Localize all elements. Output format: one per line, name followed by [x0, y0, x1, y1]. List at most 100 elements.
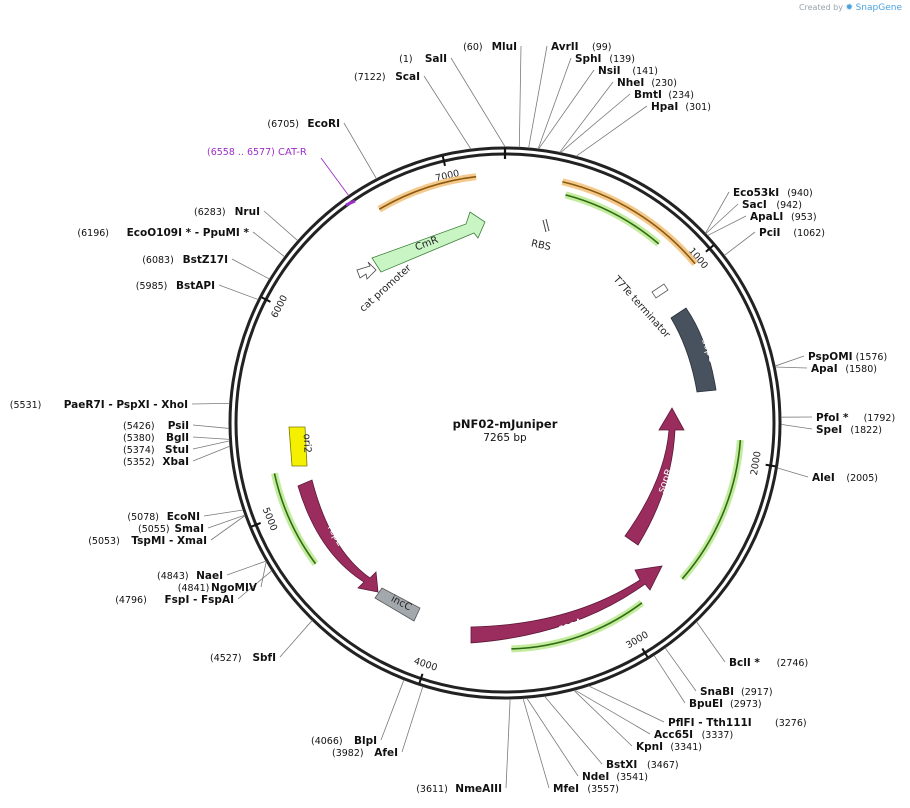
- site-name: NaeI: [196, 570, 223, 582]
- sopb-arrow: [624, 407, 685, 546]
- feature-ori2[interactable]: ori2: [288, 426, 312, 467]
- site-leader: [560, 93, 631, 153]
- green-arc-right-halo: [679, 439, 744, 582]
- site-position: (953): [791, 212, 817, 223]
- site-position: (6083): [142, 255, 174, 266]
- site-naei[interactable]: NaeI(4843): [157, 560, 267, 582]
- feature-rbs[interactable]: RBS: [530, 218, 552, 253]
- site-stui[interactable]: StuI(5374): [123, 440, 230, 456]
- site-position: (301): [685, 102, 711, 113]
- site-fspi-fspai[interactable]: FspI - FspAI(4796): [115, 570, 273, 606]
- site-kpni[interactable]: KpnI(3341): [573, 689, 702, 753]
- site-position: (1576): [856, 352, 888, 363]
- site-sphi[interactable]: SphI(139): [537, 53, 635, 150]
- site-position: (1): [399, 54, 412, 65]
- site-pcii[interactable]: PciI(1062): [724, 227, 825, 256]
- site-leader: [192, 440, 230, 450]
- feature-repe[interactable]: repE: [297, 479, 379, 593]
- site-bstxi[interactable]: BstXI (3467): [544, 695, 679, 771]
- feature-incc[interactable]: incC: [374, 587, 421, 622]
- site-name: SphI: [575, 53, 601, 65]
- site-spei[interactable]: SpeI(1822): [780, 423, 882, 436]
- site-position: (6196): [77, 228, 109, 239]
- site-snabi[interactable]: SnaBI(2917): [664, 647, 773, 698]
- site-apai[interactable]: ApaI (1580): [775, 363, 877, 375]
- site-position: (1580): [845, 364, 877, 375]
- site-apali[interactable]: ApaLI(953): [707, 211, 817, 236]
- site-bcli-[interactable]: BclI *(2746): [696, 621, 809, 669]
- site-position: (3341): [670, 742, 702, 753]
- site-name: AfeI: [374, 747, 398, 759]
- site-bpuei[interactable]: BpuEI(2973): [653, 655, 762, 710]
- site-nhei[interactable]: NheI(230): [559, 77, 677, 153]
- site-econi[interactable]: EcoNI(5078): [127, 509, 244, 523]
- site-position: (2746): [777, 658, 809, 669]
- primer-range: (6558 .. 6577): [207, 147, 275, 158]
- site-psii[interactable]: PsiI(5426): [123, 420, 230, 432]
- site-leader: [518, 45, 522, 148]
- site-nrui[interactable]: NruI(6283): [194, 206, 299, 241]
- site-position: (7122): [354, 72, 386, 83]
- feature-sopa[interactable]: sopA: [470, 565, 663, 644]
- site-position: (4796): [115, 595, 147, 606]
- site-bstapi[interactable]: BstAPI(5985): [136, 280, 259, 300]
- site-position: (6705): [267, 119, 299, 130]
- site-position: (60): [463, 42, 483, 53]
- site-avrii[interactable]: AvrII(99): [528, 41, 612, 149]
- sopa-arrow: [470, 565, 663, 644]
- site-blpi[interactable]: BlpI(4066): [311, 679, 405, 747]
- site-scai[interactable]: ScaI(7122): [354, 71, 472, 150]
- site-bgli[interactable]: BglI(5380): [123, 432, 230, 444]
- feature-sopb[interactable]: sopB: [624, 407, 685, 546]
- site-name: BlpI: [354, 735, 377, 747]
- site-nsii[interactable]: NsiI(141): [538, 65, 658, 150]
- site-name: NruI: [235, 206, 260, 218]
- site-leader: [252, 231, 285, 258]
- site-paer7i-pspxi-xhoi[interactable]: PaeR7I - PspXI - XhoI(5531): [10, 399, 230, 411]
- tick-mark: [441, 155, 446, 167]
- site-nmeaiii[interactable]: NmeAIII(3611): [416, 698, 511, 795]
- orange-arc-left-halo: [377, 173, 477, 213]
- site-sbfi[interactable]: SbfI(4527): [210, 620, 313, 664]
- site-hpai[interactable]: HpaI(301): [575, 101, 711, 157]
- site-pspomi[interactable]: PspOMI(1576): [774, 351, 888, 367]
- site-leader: [544, 695, 603, 765]
- site-bstz17i[interactable]: BstZ17I(6083): [142, 254, 270, 280]
- site-mfei[interactable]: MfeI(3557): [522, 698, 619, 795]
- site-alei[interactable]: AleI(2005): [777, 467, 878, 484]
- site-ngomiv[interactable]: NgoMIV(4841): [178, 561, 267, 594]
- feature-sopc[interactable]: sopC: [670, 307, 718, 393]
- site-name: PflFI - Tth111I: [668, 717, 752, 729]
- site-pflfi-tth111i[interactable]: PflFI - Tth111I(3276): [588, 685, 807, 729]
- site-sali[interactable]: SalI(1): [399, 53, 506, 148]
- feature-cmr[interactable]: CmR: [371, 211, 486, 273]
- site-ecori[interactable]: EcoRI(6705): [267, 118, 377, 179]
- tick-label: 4000: [412, 656, 438, 674]
- site-xbai[interactable]: XbaI(5352): [123, 445, 231, 468]
- site-position: (5078): [127, 512, 159, 523]
- tick-label: 6000: [269, 293, 290, 320]
- site-eco53ki[interactable]: Eco53kI(940): [705, 187, 813, 234]
- primer-cat-r[interactable]: (6558 .. 6577) CAT-R: [207, 147, 356, 207]
- site-bmti[interactable]: BmtI(234): [560, 89, 694, 153]
- site-saci[interactable]: SacI(942): [705, 199, 802, 234]
- site-tspmi-xmai[interactable]: TspMI - XmaI(5053): [88, 515, 246, 547]
- site-position: (5053): [88, 536, 120, 547]
- site-ecoo109i-ppumi-[interactable]: EcoO109I * - PpuMI *(6196): [77, 227, 285, 258]
- site-acc65i[interactable]: Acc65I(3337): [574, 689, 733, 741]
- feature-t7te-terminator[interactable]: T7Te terminator: [610, 273, 673, 341]
- site-leader: [707, 215, 747, 236]
- site-position: (942): [776, 200, 802, 211]
- site-name: ApaI: [811, 363, 838, 375]
- site-position: (3467): [647, 760, 679, 771]
- site-afei[interactable]: AfeI(3982): [332, 686, 424, 759]
- site-name: Eco53kI: [733, 187, 779, 199]
- site-mlui[interactable]: MluI(60): [463, 41, 522, 148]
- site-leader: [226, 560, 267, 576]
- site-ndei[interactable]: NdeI(3541): [526, 697, 648, 783]
- site-smai[interactable]: SmaI(5055): [138, 514, 245, 535]
- site-pfoi-[interactable]: PfoI *(1792): [780, 412, 895, 424]
- t7te-terminator-mark: [651, 283, 669, 299]
- site-name: BstXI: [606, 759, 637, 771]
